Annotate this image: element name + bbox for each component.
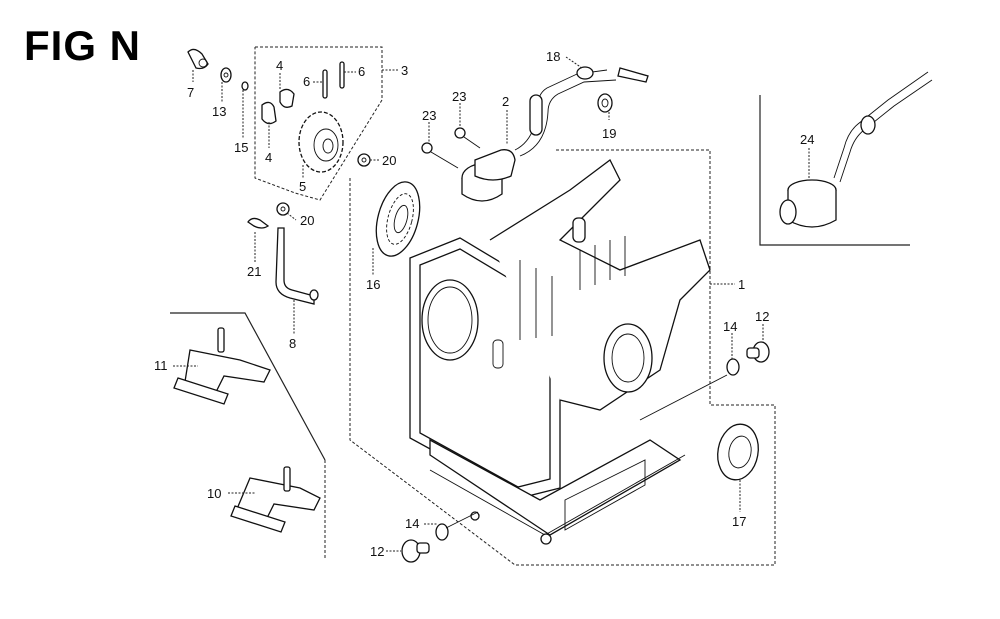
callout-17: 17 (732, 514, 746, 529)
governor-pin-part (322, 61, 345, 99)
governor-slider-part (187, 48, 209, 70)
callout-19: 19 (602, 126, 616, 141)
callout-10: 10 (207, 486, 221, 501)
callout-5: 5 (299, 179, 306, 194)
oil-level-switch-part (779, 71, 933, 228)
callout-6-right: 6 (358, 64, 365, 79)
callout-11: 11 (154, 358, 168, 373)
callout-8: 8 (289, 336, 296, 351)
breather-tube-part (275, 227, 319, 305)
engine-mount-front-part (173, 327, 271, 405)
oil-seal-part (717, 423, 759, 481)
callout-4-top: 4 (276, 58, 283, 73)
callout-14-bottom: 14 (405, 516, 419, 531)
clip-15-part (241, 81, 249, 91)
callout-12-right: 12 (755, 309, 769, 324)
oil-switch-part (461, 66, 649, 202)
mount-frame (170, 312, 326, 461)
callout-4-bottom: 4 (265, 150, 272, 165)
cylinder-barrel-part (409, 159, 711, 545)
callout-7: 7 (187, 85, 194, 100)
engine-mount-rear-part (230, 466, 321, 533)
callout-1: 1 (738, 277, 745, 292)
callout-20-mid: 20 (300, 213, 314, 228)
callout-23-left: 23 (422, 108, 436, 123)
grommet-part (597, 93, 613, 113)
washer-drain-plug-bottom (401, 511, 479, 563)
bearing-part (375, 181, 421, 257)
washer-drain-plug-right (639, 341, 770, 421)
callout-16: 16 (366, 277, 380, 292)
callout-21: 21 (247, 264, 261, 279)
callout-12-bottom: 12 (370, 544, 384, 559)
flange-bolt-part (421, 127, 481, 169)
leader-lines (173, 56, 810, 552)
cylinder-frame (349, 149, 776, 566)
callout-2: 2 (502, 94, 509, 109)
oil-switch-frame (759, 95, 910, 246)
callout-6-left: 6 (303, 74, 310, 89)
callout-24: 24 (800, 132, 814, 147)
tube-clip-part (247, 217, 270, 229)
callout-15: 15 (234, 140, 248, 155)
washer-13-part (220, 67, 232, 83)
governor-weight-part (261, 88, 295, 125)
figure-title: FIG N (24, 22, 141, 69)
callout-14-right: 14 (723, 319, 737, 334)
callout-20-top: 20 (382, 153, 396, 168)
callout-3: 3 (401, 63, 408, 78)
callout-18: 18 (546, 49, 560, 64)
callout-labels: 7 1 2 3 4 4 5 6 6 8 10 11 12 12 13 15 14… (154, 49, 814, 559)
callout-13: 13 (212, 104, 226, 119)
callout-23-right: 23 (452, 89, 466, 104)
governor-group-frame (254, 46, 383, 201)
governor-gear-part (298, 111, 344, 173)
